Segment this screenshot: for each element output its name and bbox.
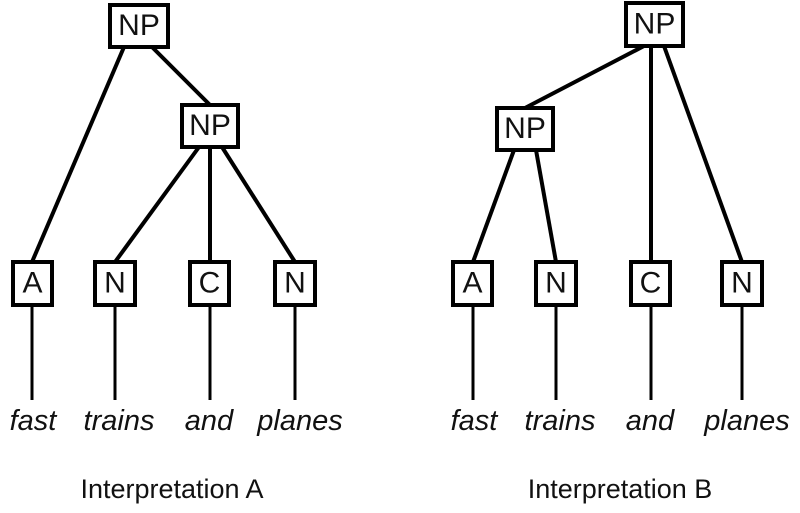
word-a-word-and: and (185, 405, 234, 437)
node-b-adj[interactable]: A (451, 260, 494, 307)
node-label-a-n1: N (104, 266, 126, 299)
node-label-b-np2: NP (504, 112, 546, 145)
node-box-outline-a-adj (11, 260, 54, 307)
node-b-root[interactable]: NP (624, 1, 685, 48)
node-box-outline-b-np2 (495, 106, 555, 152)
tree-edge-a-np2-to-a-n2 (220, 145, 297, 264)
word-a-word-planes: planes (256, 405, 342, 437)
word-a-word-trains: trains (84, 405, 155, 437)
word-b-word-and: and (626, 405, 675, 437)
word-b-word-trains: trains (525, 405, 596, 437)
node-a-n2[interactable]: N (273, 260, 317, 307)
node-label-b-root: NP (634, 7, 676, 40)
node-a-np2[interactable]: NP (180, 103, 240, 149)
node-label-a-adj: A (22, 266, 42, 299)
node-label-b-n2: N (731, 266, 753, 299)
tree-edge-a-root-to-a-adj (30, 46, 126, 263)
node-box-outline-a-n1 (93, 260, 137, 307)
word-b-word-fast: fast (451, 405, 500, 437)
node-label-b-conj: C (640, 266, 662, 299)
node-label-a-conj: C (199, 266, 221, 299)
tree-edge-b-np2-to-b-adj (471, 149, 516, 263)
node-a-conj[interactable]: C (188, 260, 231, 307)
node-b-n1[interactable]: N (534, 260, 578, 307)
node-box-outline-b-n2 (720, 260, 764, 307)
node-box-outline-a-np2 (180, 103, 240, 149)
node-box-outline-a-n2 (273, 260, 317, 307)
node-a-adj[interactable]: A (11, 260, 54, 307)
node-label-b-n1: N (545, 266, 567, 299)
word-a-word-fast: fast (10, 405, 59, 437)
caption-interpretation-a: Interpretation A (80, 474, 263, 504)
tree-edge-b-root-to-b-np2 (524, 44, 645, 110)
node-box-outline-b-conj (629, 260, 672, 307)
tree-edge-b-np2-to-b-n1 (534, 149, 558, 263)
node-label-a-root: NP (118, 9, 160, 42)
tree-edge-b-root-to-b-n2 (662, 45, 744, 263)
node-box-outline-b-root (624, 1, 685, 48)
node-label-b-adj: A (462, 266, 482, 299)
node-box-outline-a-conj (188, 260, 231, 307)
node-box-outline-a-root (108, 3, 170, 49)
node-b-conj[interactable]: C (629, 260, 672, 307)
node-b-np2[interactable]: NP (495, 106, 555, 152)
tree-edge-a-np2-to-a-n1 (113, 145, 201, 264)
node-label-a-n2: N (284, 266, 306, 299)
node-b-n2[interactable]: N (720, 260, 764, 307)
node-label-a-np2: NP (189, 109, 231, 142)
node-box-outline-b-adj (451, 260, 494, 307)
node-box-outline-b-n1 (534, 260, 578, 307)
caption-interpretation-b: Interpretation B (528, 474, 713, 504)
word-b-word-planes: planes (703, 405, 789, 437)
node-a-root[interactable]: NP (108, 3, 170, 49)
tree-edge-a-root-to-a-np2 (150, 45, 212, 107)
node-a-n1[interactable]: N (93, 260, 137, 307)
